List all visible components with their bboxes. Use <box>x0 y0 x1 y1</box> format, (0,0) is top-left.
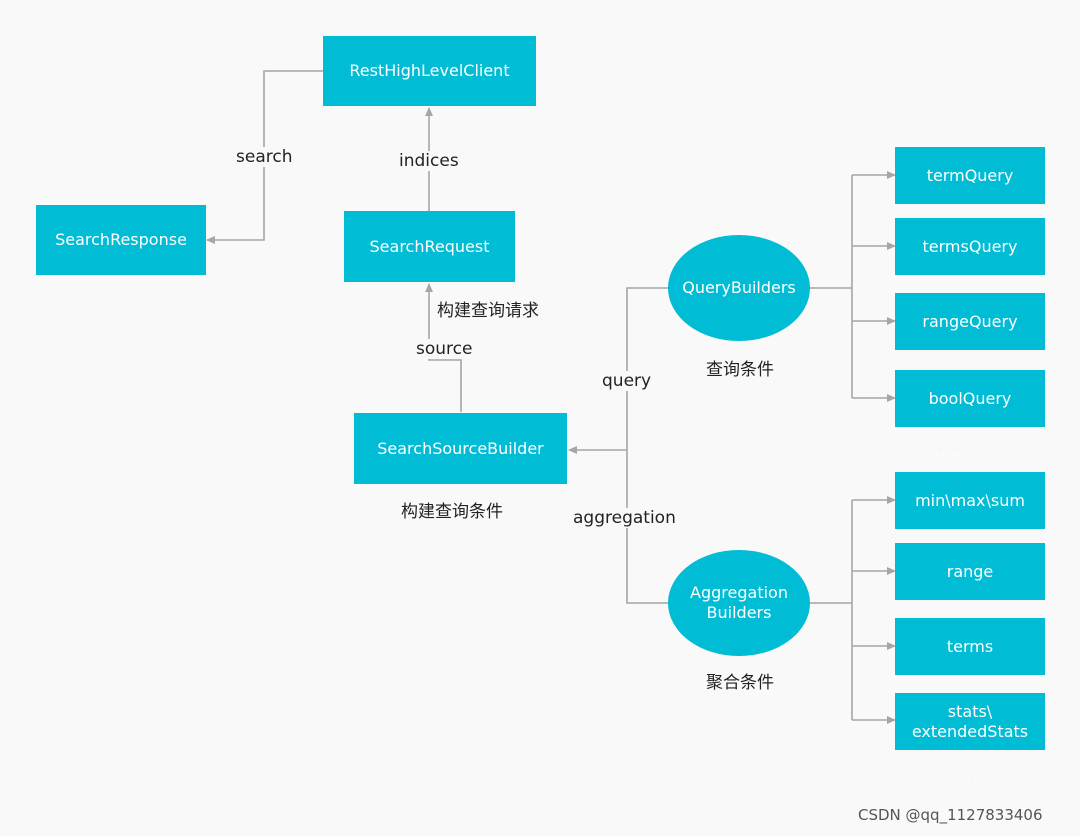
node-rest-high-level-client: RestHighLevelClient <box>323 36 536 106</box>
agg-item-range: range <box>895 543 1045 600</box>
agg-item-stats: stats\ extendedStats <box>895 693 1045 750</box>
query-item-term-query: termQuery <box>895 147 1045 204</box>
agg-items-ellipsis: ...... <box>945 768 978 784</box>
node-search-request: SearchRequest <box>344 211 515 282</box>
query-item-terms-query: termsQuery <box>895 218 1045 275</box>
edge-agg-to-source <box>626 450 668 604</box>
edge-label-query: query <box>600 371 654 391</box>
edge-label-search: search <box>234 147 295 167</box>
node-label: SearchRequest <box>369 236 490 256</box>
query-items-ellipsis: ...... <box>935 443 968 459</box>
caption-aggregation-builders: 聚合条件 <box>706 673 774 693</box>
item-label: termsQuery <box>922 236 1018 256</box>
item-label: boolQuery <box>928 388 1012 408</box>
item-label: min\max\sum <box>915 490 1025 510</box>
item-label: terms <box>946 636 994 656</box>
node-query-builders: QueryBuilders <box>668 235 810 341</box>
node-label: SearchSourceBuilder <box>377 438 544 458</box>
query-item-range-query: rangeQuery <box>895 293 1045 350</box>
edge-label-indices: indices <box>397 151 461 171</box>
node-search-source-builder: SearchSourceBuilder <box>354 413 567 484</box>
item-label: range <box>946 561 994 581</box>
edge-query-to-source <box>626 287 668 450</box>
edge-label-build-request: 构建查询请求 <box>437 301 539 321</box>
node-label: QueryBuilders <box>682 278 796 297</box>
node-aggregation-builders: Aggregation Builders <box>668 550 810 656</box>
agg-item-terms: terms <box>895 618 1045 675</box>
item-label: rangeQuery <box>922 311 1018 331</box>
item-label: stats\ extendedStats <box>911 701 1029 741</box>
item-label: termQuery <box>926 165 1014 185</box>
node-label: RestHighLevelClient <box>349 61 510 80</box>
caption-query-builders: 查询条件 <box>706 360 774 380</box>
node-label: Aggregation Builders <box>690 583 788 622</box>
edge-label-source: source <box>414 339 475 359</box>
caption-search-source-builder: 构建查询条件 <box>401 502 503 522</box>
node-label: SearchResponse <box>55 230 187 249</box>
edge-source-to-request <box>425 283 462 412</box>
query-item-bool-query: boolQuery <box>895 370 1045 427</box>
agg-item-min-max-sum: min\max\sum <box>895 472 1045 529</box>
watermark: CSDN @qq_1127833406 <box>858 806 1043 824</box>
node-search-response: SearchResponse <box>36 205 206 275</box>
edge-label-aggregation: aggregation <box>571 508 678 528</box>
